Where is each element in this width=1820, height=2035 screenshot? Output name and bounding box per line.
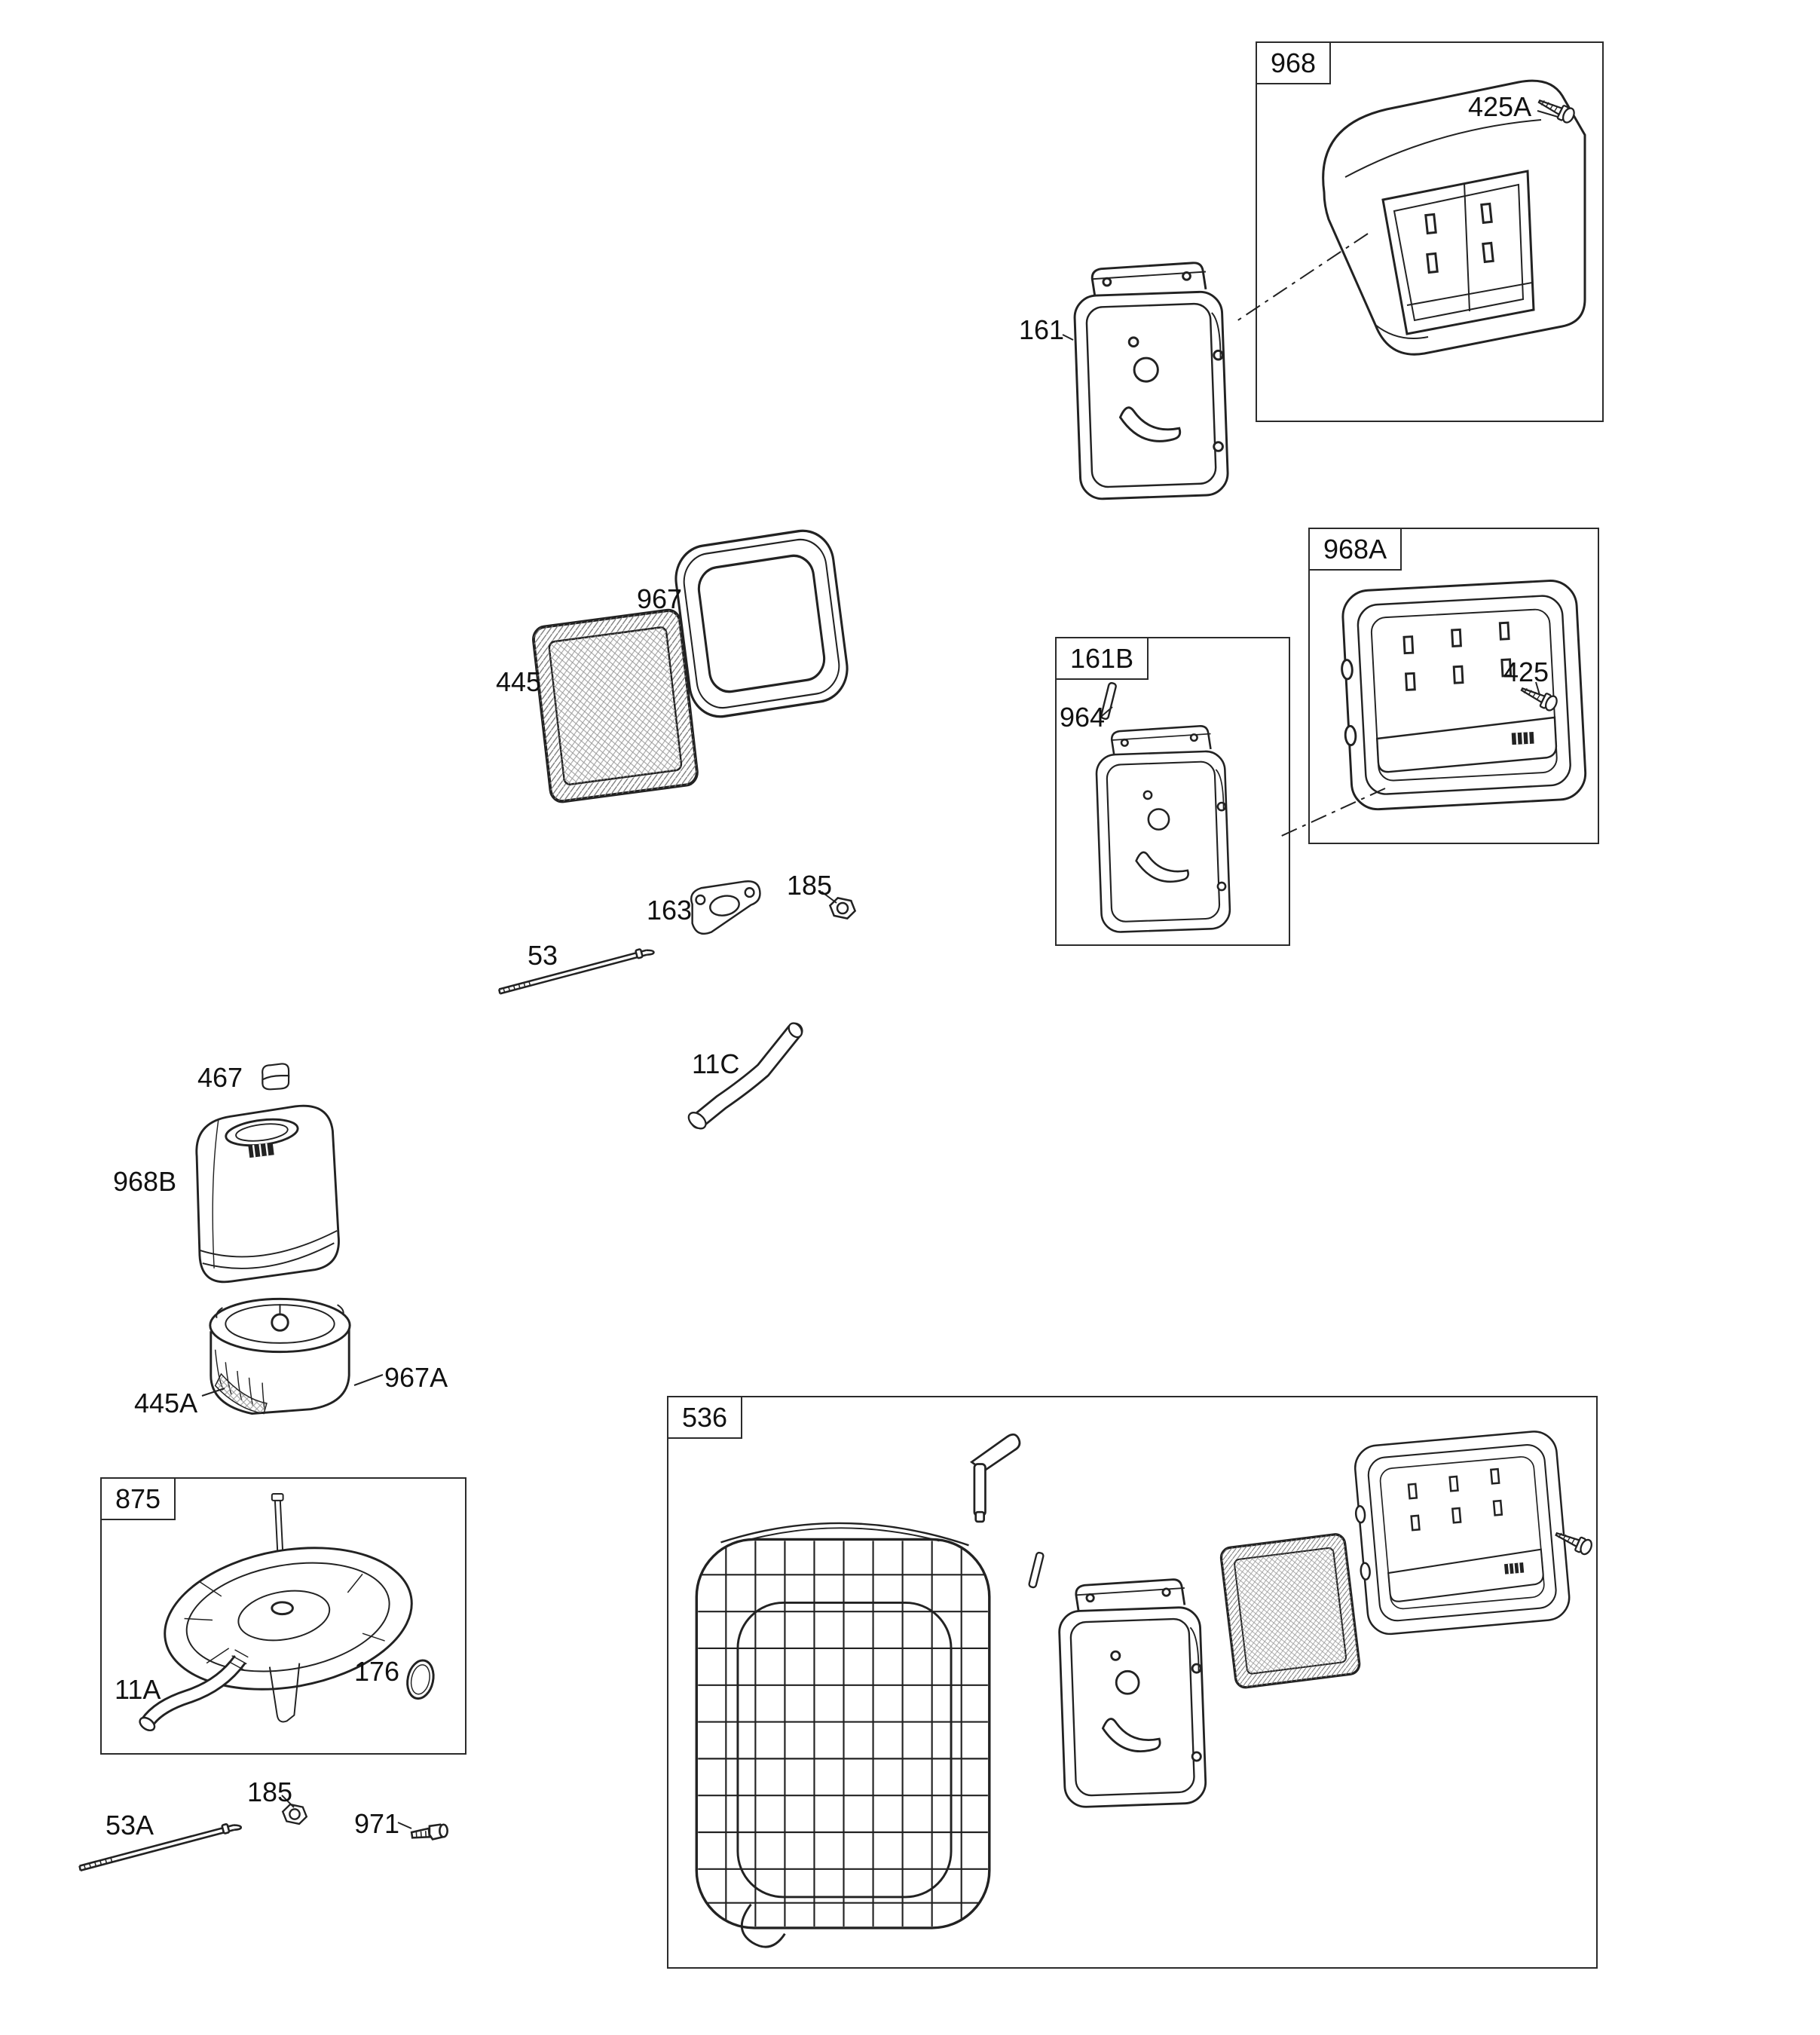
callout-11A: 11A (115, 1674, 161, 1705)
air-cleaner-base-875-drawing (139, 1492, 435, 1732)
callout-425: 425 (1503, 656, 1549, 687)
group-box-536: 536 (667, 1396, 1598, 1969)
callout-971: 971 (354, 1808, 400, 1839)
callout-11C: 11C (692, 1048, 740, 1079)
muffler-161B-drawing (1094, 725, 1232, 934)
callout-53: 53 (528, 940, 558, 971)
callout-445: 445 (496, 666, 542, 697)
group-box-536-label: 536 (667, 1396, 743, 1440)
deflector-lever-drawing (969, 1433, 1021, 1523)
callout-53A: 53A (106, 1810, 154, 1841)
group-box-875: 875 (100, 1477, 466, 1755)
callout-176: 176 (354, 1656, 400, 1687)
cap-467-drawing (262, 1063, 290, 1091)
screw-536-drawing (1552, 1525, 1595, 1557)
air-cleaner-cover-968-drawing (1322, 79, 1586, 356)
group-box-875-label: 875 (100, 1477, 176, 1521)
breather-tube-11C-drawing (687, 1022, 803, 1130)
callout-163: 163 (647, 895, 693, 926)
callout-185-upper: 185 (787, 870, 833, 901)
muffler-cover-536-drawing (1348, 1428, 1573, 1638)
air-cleaner-cover-968B-drawing (195, 1104, 340, 1284)
muffler-161-drawing (1072, 262, 1230, 501)
callout-467: 467 (197, 1062, 243, 1093)
screw-425A-drawing (1535, 93, 1577, 126)
group-box-968: 968 (1256, 41, 1604, 422)
callout-967: 967 (637, 583, 683, 614)
muffler-guard-cage-drawing (695, 1522, 991, 1948)
filter-element-445-drawing (531, 607, 701, 806)
callout-964: 964 (1060, 702, 1106, 733)
group-box-161B: 161B (1055, 637, 1290, 946)
filter-element-536-drawing (1219, 1532, 1362, 1690)
bolt-971-drawing (410, 1823, 448, 1841)
exhaust-gasket-163-drawing (690, 880, 761, 935)
callout-967A: 967A (384, 1362, 448, 1393)
spacer-pin-536-drawing (1027, 1551, 1045, 1590)
callout-425A: 425A (1468, 91, 1532, 122)
callout-185-lower: 185 (247, 1776, 293, 1807)
group-box-161B-label: 161B (1055, 637, 1149, 681)
filter-cartridge-445A-967A-drawing (209, 1297, 351, 1415)
callout-445A: 445A (134, 1388, 198, 1418)
screw-425-drawing (1518, 681, 1560, 714)
rod-53-drawing (496, 945, 657, 995)
callout-161: 161 (1019, 314, 1065, 345)
group-box-968A: 968A (1308, 528, 1599, 844)
group-box-968-label: 968 (1256, 41, 1332, 85)
callout-968B: 968B (113, 1166, 177, 1197)
muffler-536-drawing (1057, 1578, 1208, 1809)
rod-53A-drawing (76, 1820, 244, 1872)
group-box-968A-label: 968A (1308, 528, 1402, 571)
